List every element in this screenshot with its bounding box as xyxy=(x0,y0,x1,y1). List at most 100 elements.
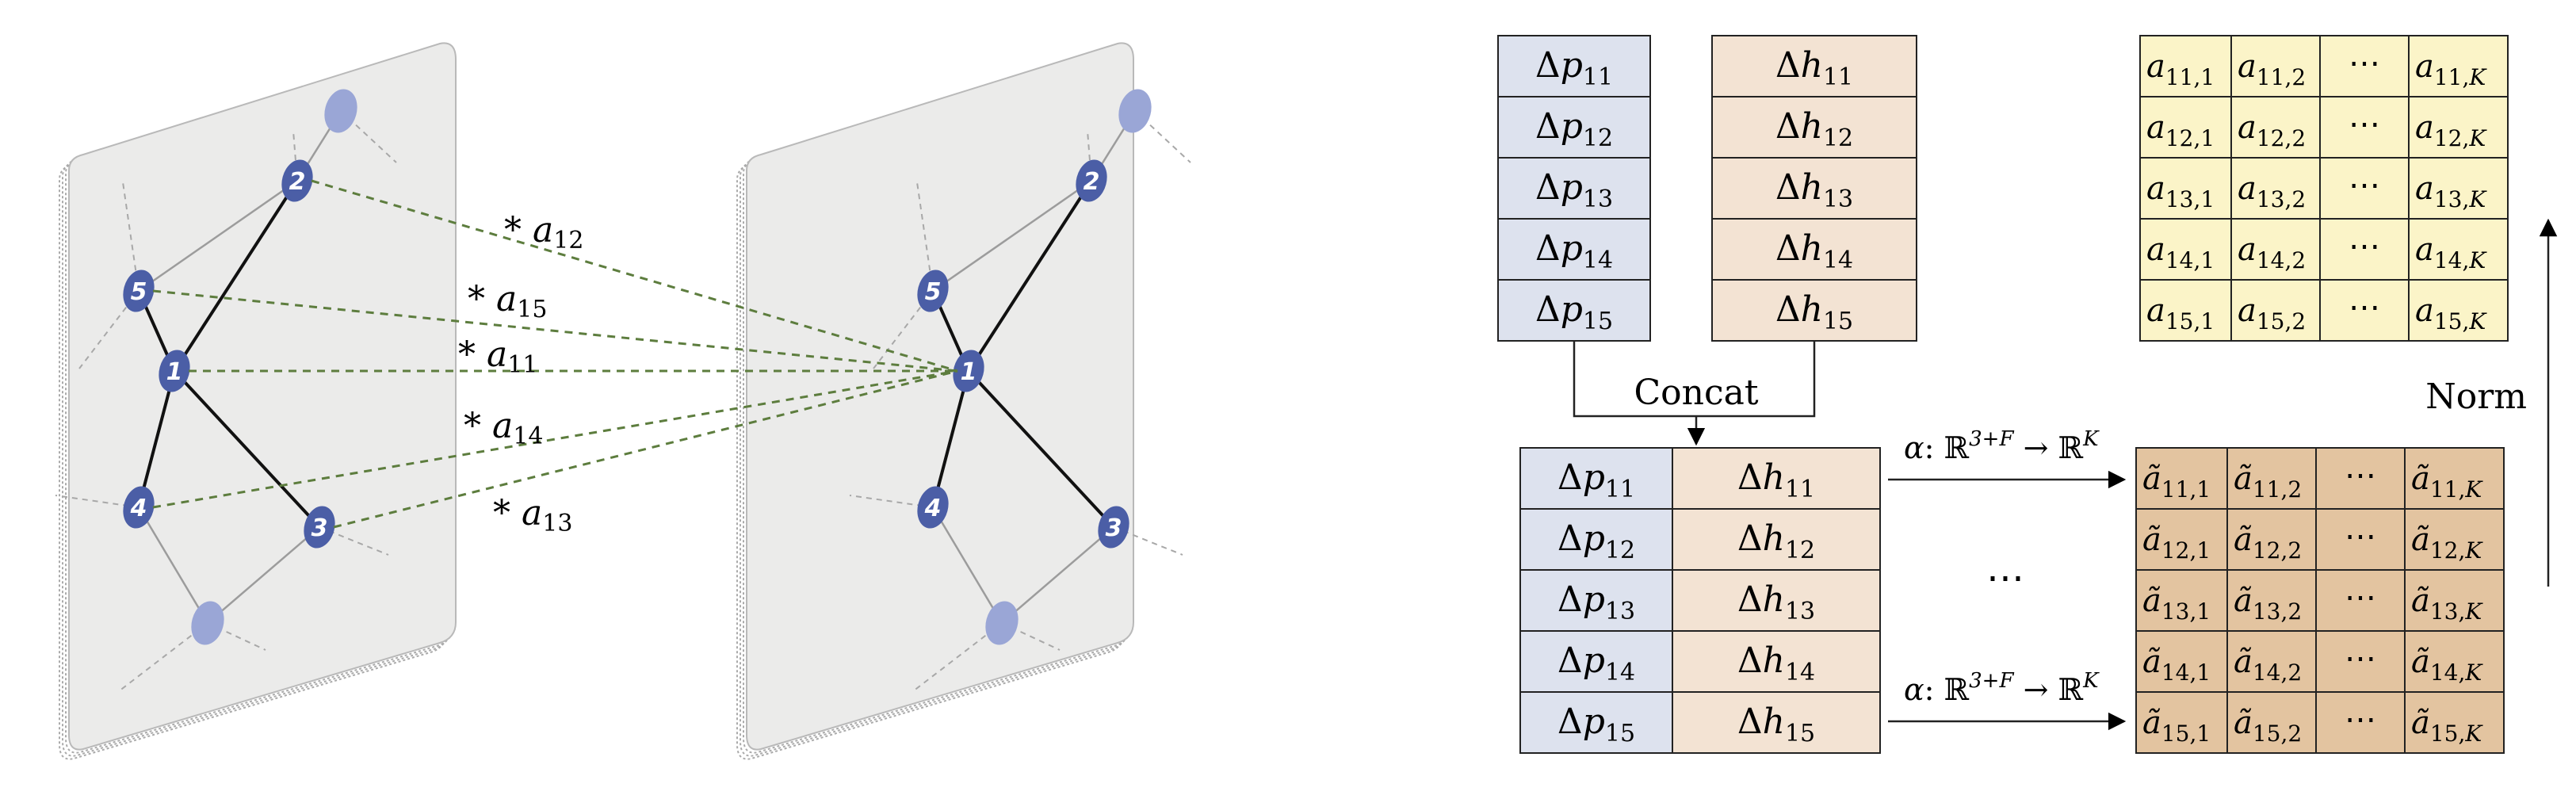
delta-cell-text: Δh14 xyxy=(1775,228,1853,274)
a-matrix-entry: a14,K xyxy=(2415,231,2487,273)
a-tilde-matrix-cell xyxy=(2315,630,2406,693)
weight-label: * a12 xyxy=(504,210,583,254)
delta-cell-text: Δp13 xyxy=(1557,579,1635,625)
delta-cell-text: Δh15 xyxy=(1737,702,1815,747)
mapping-label: α: ℝ3+F → ℝK xyxy=(1904,427,2100,465)
a-tilde-matrix-entry: ã11,K xyxy=(2411,461,2483,503)
a-tilde-matrix-entry: ã15,2 xyxy=(2234,705,2302,747)
delta-cell-text: Δp11 xyxy=(1535,45,1613,91)
node-3: 3 xyxy=(304,506,335,549)
attention-line xyxy=(152,289,958,373)
delta-cell-text: Δh12 xyxy=(1737,518,1815,564)
node-3: 3 xyxy=(1098,506,1129,549)
a-matrix-cell xyxy=(2139,96,2232,159)
node-ellipse xyxy=(304,506,335,549)
dh-cell xyxy=(1711,218,1917,281)
concat-dh-cell xyxy=(1672,691,1881,754)
a-tilde-matrix-entry: ã15,1 xyxy=(2142,705,2211,747)
concat-dh-cell xyxy=(1672,447,1881,510)
node-label: 2 xyxy=(289,168,306,196)
matrix-ellipsis: ⋯ xyxy=(2345,640,2376,677)
a-tilde-matrix-entry: ã12,1 xyxy=(2142,522,2211,564)
concat-dh-cell xyxy=(1672,630,1881,693)
a-tilde-matrix-entry: ã14,2 xyxy=(2234,644,2302,686)
matrix-ellipsis: ⋯ xyxy=(2349,167,2380,204)
delta-cell-text: Δp15 xyxy=(1557,702,1635,747)
center-edge xyxy=(931,370,970,508)
node-ellipse xyxy=(191,601,224,645)
dp-cell xyxy=(1497,35,1651,97)
delta-cell-text: Δp12 xyxy=(1557,518,1635,564)
concat-dp-cell xyxy=(1519,508,1673,571)
a-matrix-cell xyxy=(2139,279,2232,342)
node-label: 2 xyxy=(1084,168,1100,196)
delta-cell-text: Δp15 xyxy=(1535,289,1613,335)
delta-cell-text: Δp12 xyxy=(1535,106,1613,152)
a-tilde-matrix-entry: ã12,2 xyxy=(2234,522,2302,564)
gray-edge xyxy=(932,179,1092,292)
node-ellipse xyxy=(917,486,949,529)
a-matrix-cell xyxy=(2139,218,2232,281)
center-edge xyxy=(173,369,321,529)
neighbor-stub xyxy=(292,130,298,182)
weight-label: * a11 xyxy=(458,335,537,379)
neighbor-stub xyxy=(118,622,208,692)
gray-edge xyxy=(1001,526,1114,624)
matrix-ellipsis: ⋯ xyxy=(2349,228,2380,265)
center-edge xyxy=(967,369,1115,529)
node-label: 5 xyxy=(131,278,147,306)
dp-cell xyxy=(1497,157,1651,220)
node-ellipse xyxy=(953,350,984,392)
a-matrix-entry: a11,1 xyxy=(2146,48,2215,90)
delta-cell-text: Δh11 xyxy=(1737,457,1815,503)
a-tilde-matrix-cell xyxy=(2226,569,2317,632)
delta-cell-text: Δh11 xyxy=(1775,45,1853,91)
a-matrix-entry: a15,2 xyxy=(2238,292,2306,335)
a-tilde-matrix-cell xyxy=(2135,630,2228,693)
a-tilde-matrix-cell xyxy=(2404,447,2505,510)
matrix-ellipsis: ⋯ xyxy=(2349,289,2380,326)
matrix-ellipsis: ⋯ xyxy=(2345,579,2376,616)
delta-cell-text: Δp11 xyxy=(1557,457,1635,503)
a-tilde-matrix-entry: ã11,1 xyxy=(2142,461,2211,503)
delta-cell-text: Δh13 xyxy=(1775,167,1853,213)
node-4: 4 xyxy=(123,486,155,529)
a-matrix-entry: a14,2 xyxy=(2238,231,2306,273)
a-tilde-matrix-cell xyxy=(2226,630,2317,693)
concat-bracket xyxy=(1573,341,1816,418)
node-ellipse xyxy=(281,159,313,202)
faded-node xyxy=(985,601,1019,645)
a-tilde-matrix-entry: ã15,K xyxy=(2411,705,2483,747)
a-tilde-matrix-cell xyxy=(2135,447,2228,510)
a-tilde-matrix-cell xyxy=(2315,447,2406,510)
attention-line xyxy=(152,369,958,509)
a-tilde-matrix-cell xyxy=(2404,630,2505,693)
dh-cell xyxy=(1711,157,1917,220)
a-matrix-cell xyxy=(2319,96,2410,159)
center-edge xyxy=(137,370,176,508)
feature-tables: Δp11Δp12Δp13Δp14Δp15Δh11Δh12Δh13Δh14Δh15… xyxy=(1497,35,2558,754)
a-matrix-cell xyxy=(2319,279,2410,342)
neighbor-stub xyxy=(916,182,934,292)
weight-label: * a15 xyxy=(468,279,547,323)
a-matrix-entry: a11,K xyxy=(2415,48,2487,90)
attention-line xyxy=(311,179,958,373)
faded-node xyxy=(191,601,224,645)
node-ellipse xyxy=(159,350,190,392)
a-tilde-matrix-entry: ã13,K xyxy=(2411,583,2483,625)
a-matrix-entry: a13,1 xyxy=(2146,170,2215,212)
node-label: 3 xyxy=(311,514,328,542)
a-matrix-cell xyxy=(2408,279,2509,342)
a-tilde-matrix-entry: ã14,K xyxy=(2411,644,2483,686)
node-ellipse xyxy=(1098,506,1129,549)
a-tilde-matrix-cell xyxy=(2315,569,2406,632)
concat-label: Concat xyxy=(1634,373,1758,413)
node-label: 4 xyxy=(130,495,147,522)
matrix-ellipsis: ⋯ xyxy=(2349,45,2380,82)
weight-label: * a13 xyxy=(493,493,572,537)
node-label: 4 xyxy=(924,495,942,522)
a-matrix-entry: a13,K xyxy=(2415,170,2487,212)
panel-face xyxy=(68,42,457,751)
a-matrix-entry: a12,1 xyxy=(2146,109,2215,151)
